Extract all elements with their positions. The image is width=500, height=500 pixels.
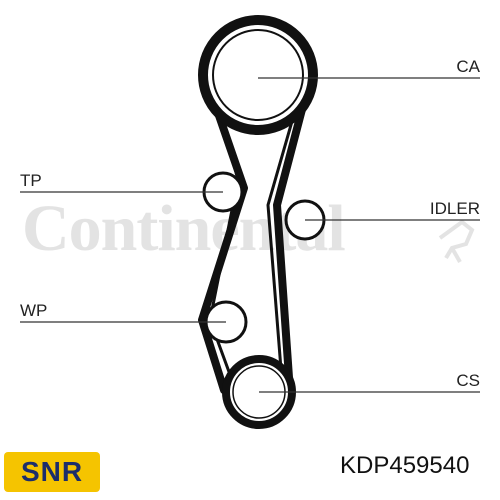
snr-logo: SNR — [4, 452, 100, 492]
part-number: KDP459540 — [340, 452, 470, 479]
camshaft-pulley-inner — [212, 29, 304, 121]
snr-logo-background — [4, 452, 100, 492]
continental-horse-icon — [438, 219, 475, 263]
label-cs: CS — [456, 371, 480, 390]
camshaft-pulley — [198, 15, 318, 135]
snr-logo-text: SNR — [20, 456, 84, 487]
label-ca: CA — [456, 57, 480, 76]
label-tp: TP — [20, 171, 42, 190]
label-wp: WP — [20, 301, 47, 320]
label-idler: IDLER — [430, 199, 480, 218]
